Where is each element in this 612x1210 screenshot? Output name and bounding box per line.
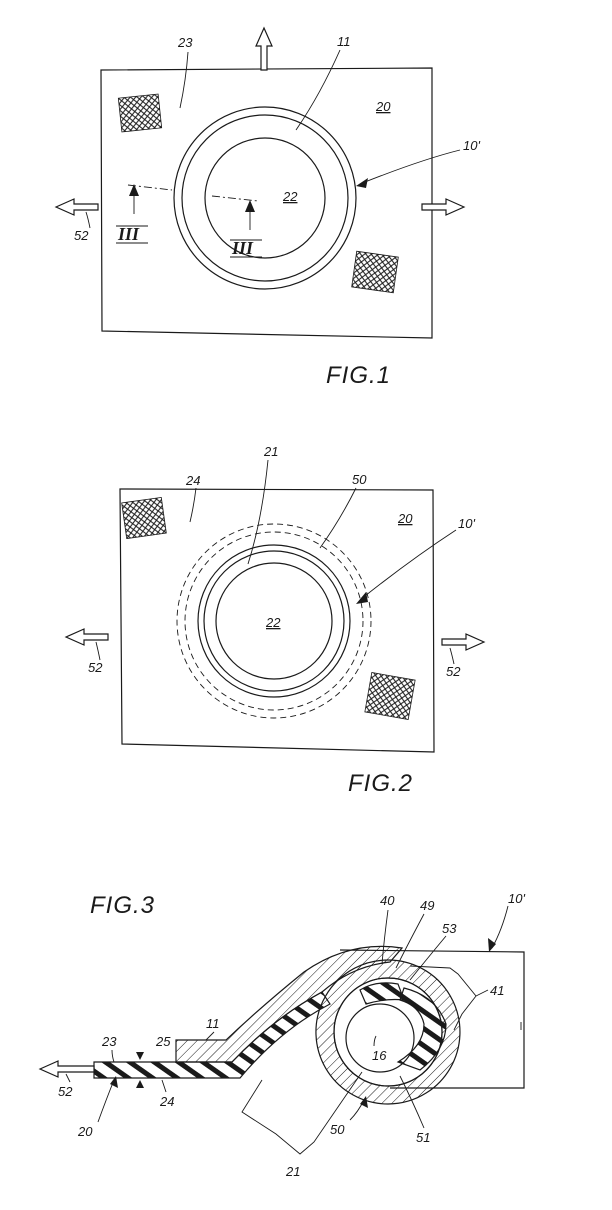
tension-arrow-left-icon <box>64 628 109 646</box>
leader-52-right <box>449 647 455 665</box>
leader-11 <box>205 1031 215 1041</box>
ref-20: 20 <box>397 511 413 526</box>
fabric-sheet-outline <box>100 67 433 339</box>
ref-20: 20 <box>77 1124 93 1139</box>
ref-22: 22 <box>282 189 298 204</box>
ref-23: 23 <box>101 1034 117 1049</box>
thickness-arrow-bottom-icon <box>136 1080 144 1088</box>
leader-10 <box>491 905 509 949</box>
support-outline <box>339 949 525 1089</box>
ref-10: 10' <box>463 138 480 153</box>
leader-10-arrowhead-icon <box>488 938 496 952</box>
ref-23: 23 <box>177 35 193 50</box>
tension-arrow-left-icon <box>54 198 99 216</box>
section-arrow-right-icon <box>245 200 255 212</box>
fabric-sheet-outline <box>119 488 435 753</box>
ref-50: 50 <box>330 1122 345 1137</box>
leader-10-arrowhead-icon <box>356 592 368 604</box>
leader-24 <box>189 487 197 523</box>
ref-16: 16 <box>372 1048 387 1063</box>
crosshatch-patch-bottom-right <box>364 672 416 720</box>
ref-24: 24 <box>159 1094 174 1109</box>
ref-10: 10' <box>508 891 525 906</box>
leader-23 <box>111 1049 115 1063</box>
ref-20: 20 <box>375 99 391 114</box>
ref-52-left: 52 <box>88 660 103 675</box>
leader-41 <box>475 989 489 997</box>
ref-21: 21 <box>263 444 278 459</box>
figure-3: FIG.3 <box>38 891 525 1179</box>
thickness-arrow-top-icon <box>136 1052 144 1060</box>
leader-10-arrowhead-icon <box>356 178 368 188</box>
section-label-left: III <box>117 224 140 244</box>
ref-11: 11 <box>337 34 351 49</box>
crosshatch-patch-top-left <box>117 93 163 133</box>
ref-52: 52 <box>74 228 89 243</box>
tension-arrow-left-icon <box>38 1060 95 1078</box>
leader-52 <box>65 1073 71 1083</box>
tension-arrow-right-icon <box>441 633 486 651</box>
ref-25: 25 <box>155 1034 171 1049</box>
leader-51 <box>399 1075 425 1129</box>
leader-40 <box>381 909 389 965</box>
leader-21 <box>247 459 269 565</box>
ref-49: 49 <box>420 898 434 913</box>
eyelet-middle-ring <box>203 550 345 692</box>
eyelet-outer-ring <box>173 106 357 290</box>
inner-lip-section <box>396 987 447 1071</box>
figure-1-caption: FIG.1 <box>326 362 391 389</box>
ref-10: 10' <box>458 516 475 531</box>
leader-49 <box>395 913 425 969</box>
inner-bore <box>345 1003 415 1073</box>
ref-22: 22 <box>265 615 281 630</box>
hidden-ring-inner <box>184 531 364 711</box>
leader-16 <box>373 1035 377 1047</box>
leader-10 <box>359 149 461 185</box>
ref-11: 11 <box>206 1016 220 1031</box>
leader-52 <box>85 211 91 229</box>
crosshatch-patch-top-left <box>121 496 167 540</box>
leader-20 <box>97 1079 115 1123</box>
tension-arrow-right-icon <box>421 198 466 216</box>
ref-51: 51 <box>416 1130 430 1145</box>
leader-23 <box>179 51 189 109</box>
leader-50-arrowhead-icon <box>360 1096 368 1108</box>
eyelet-outer-ring <box>197 544 351 698</box>
eyelet-inner-ring <box>215 562 333 680</box>
figure-2: 24 21 50 20 10' 22 52 52 FIG.2 <box>64 444 486 797</box>
brace-21 <box>241 1071 363 1155</box>
clamp-insert-section <box>359 982 405 1005</box>
leader-50 <box>319 487 357 549</box>
ref-40: 40 <box>380 893 395 908</box>
hidden-ring-outer <box>176 523 372 719</box>
ref-52: 52 <box>58 1084 73 1099</box>
section-line <box>127 184 259 202</box>
leader-52-left <box>95 641 101 661</box>
ref-53: 53 <box>442 921 457 936</box>
eyelet-middle-ring <box>181 114 349 282</box>
leader-20-arrowhead-icon <box>110 1076 118 1088</box>
eyelet-inner-ring <box>204 137 326 259</box>
leader-10 <box>359 529 457 601</box>
ref-24: 24 <box>185 473 200 488</box>
brace-41 <box>409 965 477 1031</box>
leader-53 <box>409 935 447 981</box>
section-arrow-left-icon <box>129 184 139 196</box>
figure-1: 23 11 20 10' 22 52 III III FIG.1 <box>54 26 480 389</box>
figure-2-caption: FIG.2 <box>348 770 413 797</box>
tension-arrow-up-icon <box>255 26 273 71</box>
crosshatch-patch-bottom-right <box>351 250 399 294</box>
ref-21: 21 <box>285 1164 300 1179</box>
figure-3-caption: FIG.3 <box>90 892 155 919</box>
ref-50: 50 <box>352 472 367 487</box>
section-label-right: III <box>231 238 254 258</box>
ref-41: 41 <box>490 983 504 998</box>
leader-11 <box>295 49 341 131</box>
ref-52-right: 52 <box>446 664 461 679</box>
leader-24 <box>161 1079 167 1093</box>
